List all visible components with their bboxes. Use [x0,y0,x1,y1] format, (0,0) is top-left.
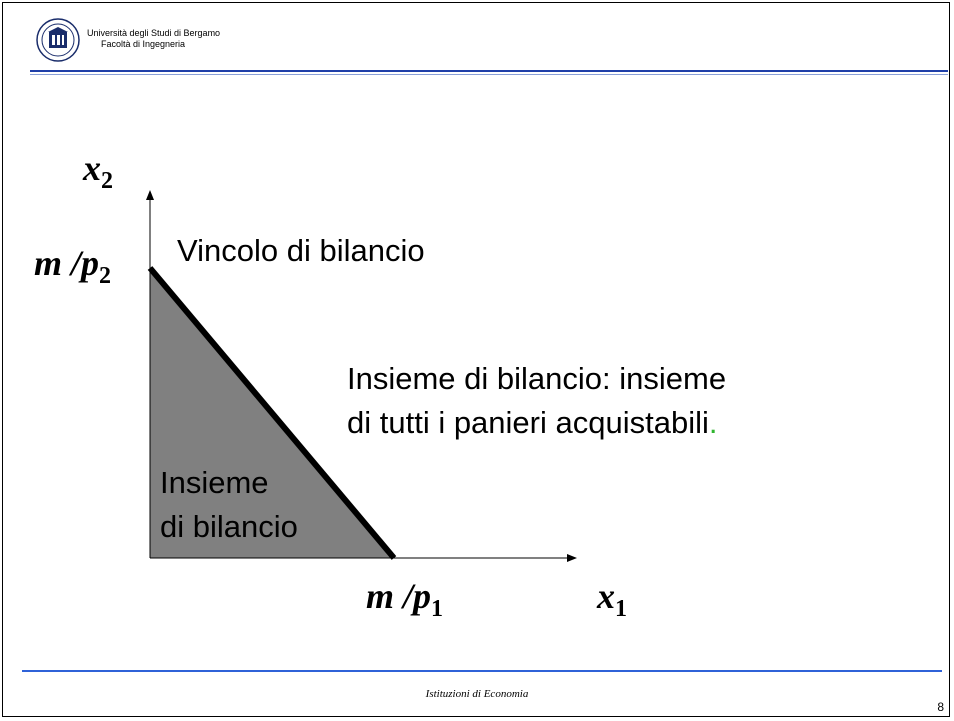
region-label-line2: di bilancio [160,509,298,544]
page-number: 8 [937,700,944,714]
definition-period: . [708,405,718,440]
university-seal-logo [36,18,80,62]
y-axis-arrowhead [146,190,154,200]
budget-constraint-label: Vincolo di bilancio [177,233,425,268]
faculty-name: Facoltà di Ingegneria [101,39,186,49]
university-name: Università degli Studi di Bergamo [87,28,221,38]
x-axis-arrowhead [567,554,577,562]
header-rule-thin [30,74,948,75]
m-over-p1-label: m /p1 [366,576,444,622]
x1-axis-label: x1 [597,576,627,622]
footer-rule [22,670,942,672]
m-over-p2-label: m /p2 [34,243,112,289]
budget-set-definition-line1: Insieme di bilancio: insieme [347,361,727,396]
university-header: Università degli Studi di Bergamo Facolt… [87,28,220,50]
footer-course-title: Istituzioni di Economia [425,688,529,700]
region-label-line1: Insieme [160,465,269,500]
header-rule [30,70,948,72]
budget-constraint-line [147,266,397,560]
x2-axis-label: x2 [83,148,113,194]
budget-set-definition-line2: di tutti i panieri acquistabili. [347,405,718,440]
